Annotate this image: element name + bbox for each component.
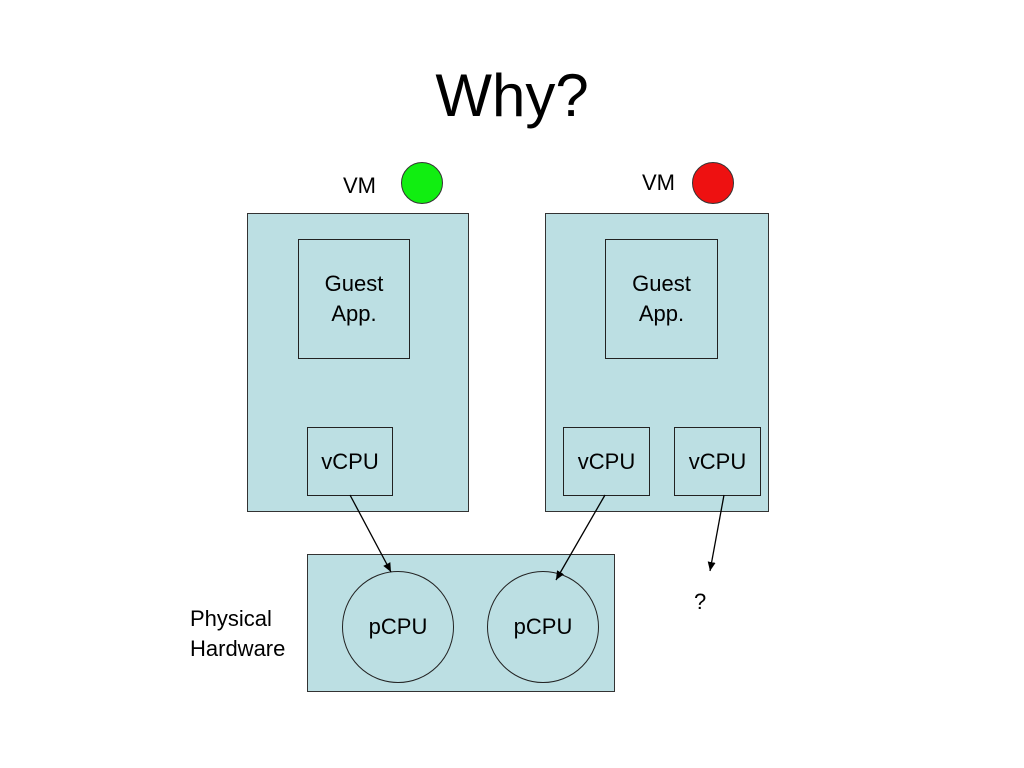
pcpu-1: pCPU <box>342 571 454 683</box>
pcpu-2: pCPU <box>487 571 599 683</box>
vm-right-status-dot <box>692 162 734 204</box>
slide-title: Why? <box>435 62 589 129</box>
hardware-label-line2: Hardware <box>190 636 286 661</box>
vm-left-label: VM <box>343 173 376 198</box>
hardware-box: pCPU pCPU <box>307 554 615 692</box>
vm-left-guest-app-line2: App. <box>331 301 377 326</box>
vm-right-guest-app-line2: App. <box>638 301 685 326</box>
vm-right-box: Guest App. vCPU vCPU <box>545 213 769 512</box>
arrow-right-vcpu1-to-pcpu-2 <box>555 494 606 581</box>
vm-right-guest-app-line1: Guest <box>632 271 691 296</box>
vm-right-guest-app: Guest App. <box>605 239 718 359</box>
arrow-left-vcpu-to-pcpu-1 <box>349 494 392 573</box>
hardware-label-line1: Physical <box>190 606 272 631</box>
vm-right-label: VM <box>642 170 675 195</box>
vm-left-guest-app: Guest App. <box>298 239 410 359</box>
unknown-target-mark: ? <box>694 589 707 614</box>
vm-left-status-dot <box>401 162 443 204</box>
arrow-right-vcpu2-to-unknown <box>707 494 725 572</box>
hardware-label: Physical Hardware <box>190 604 285 664</box>
vm-right-vcpu-2: vCPU <box>674 427 761 496</box>
vm-right-vcpu-1: vCPU <box>563 427 650 496</box>
vm-left-guest-app-line1: Guest <box>324 271 384 296</box>
